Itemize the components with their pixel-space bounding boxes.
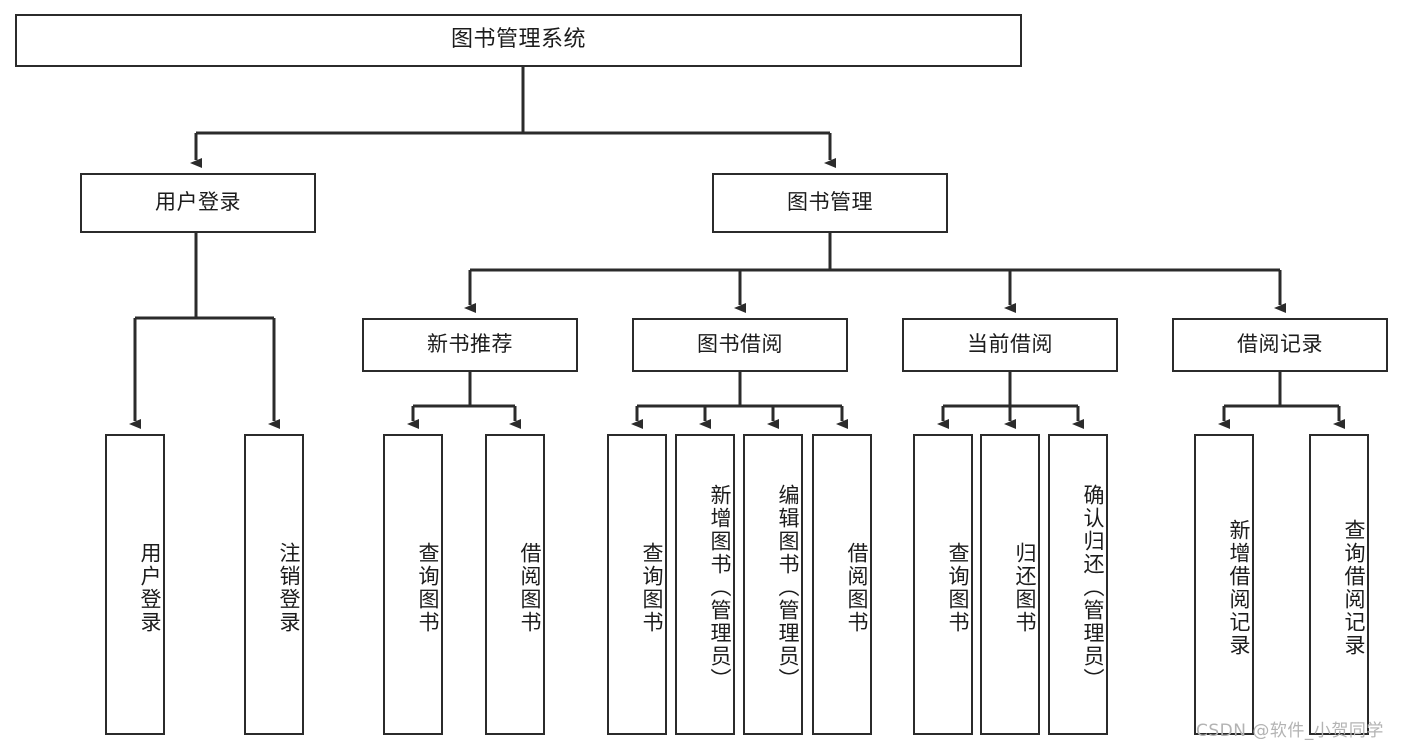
leaf-records-query-record[interactable]: 查询借阅记录 xyxy=(1309,434,1369,735)
leaf-current-confirm-return-admin[interactable]: 确认归还（管理员） xyxy=(1048,434,1108,735)
node-new-book-recommend[interactable]: 新书推荐 xyxy=(362,318,578,372)
leaf-new-book-borrow[interactable]: 借阅图书 xyxy=(485,434,545,735)
leaf-borrow-query-book[interactable]: 查询图书 xyxy=(607,434,667,735)
leaf-borrow-borrow-book[interactable]: 借阅图书 xyxy=(812,434,872,735)
leaf-borrow-add-book-admin[interactable]: 新增图书（管理员） xyxy=(675,434,735,735)
leaf-new-book-query[interactable]: 查询图书 xyxy=(383,434,443,735)
leaf-borrow-edit-book-admin[interactable]: 编辑图书（管理员） xyxy=(743,434,803,735)
leaf-current-query-book[interactable]: 查询图书 xyxy=(913,434,973,735)
node-user-login[interactable]: 用户登录 xyxy=(80,173,316,233)
leaf-user-login-login[interactable]: 用户登录 xyxy=(105,434,165,735)
node-book-borrow[interactable]: 图书借阅 xyxy=(632,318,848,372)
csdn-watermark: CSDN @软件_小贺同学 xyxy=(1196,721,1384,741)
node-book-management[interactable]: 图书管理 xyxy=(712,173,948,233)
node-root-system[interactable]: 图书管理系统 xyxy=(15,14,1022,67)
node-borrow-records[interactable]: 借阅记录 xyxy=(1172,318,1388,372)
leaf-user-login-logout[interactable]: 注销登录 xyxy=(244,434,304,735)
node-current-borrow[interactable]: 当前借阅 xyxy=(902,318,1118,372)
leaf-records-add-record[interactable]: 新增借阅记录 xyxy=(1194,434,1254,735)
leaf-current-return-book[interactable]: 归还图书 xyxy=(980,434,1040,735)
